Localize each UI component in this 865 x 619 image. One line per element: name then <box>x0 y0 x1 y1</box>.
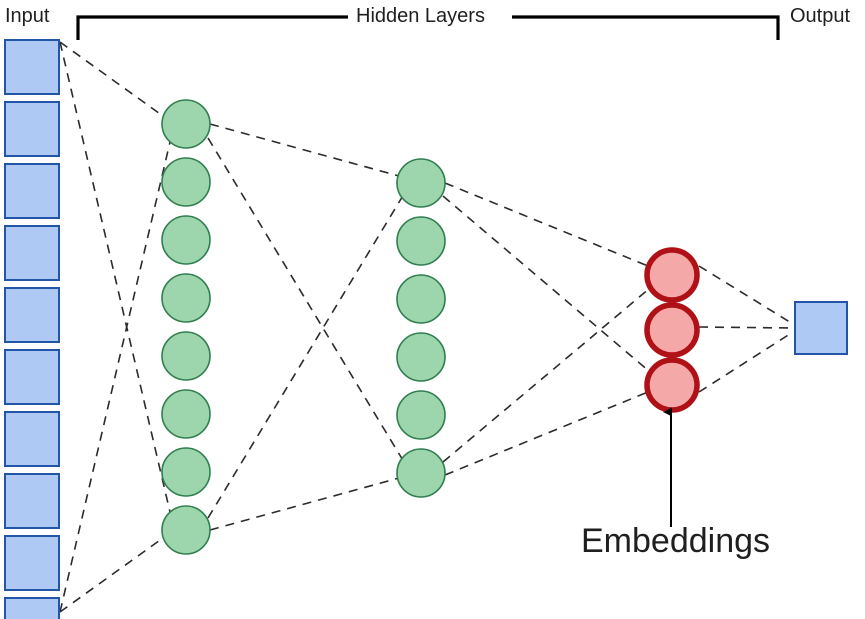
node-input-8 <box>4 535 60 591</box>
edge-input.9-to-hidden-layer-1.0 <box>59 141 171 613</box>
node-hidden-layer-1-5 <box>161 389 211 439</box>
node-input-4 <box>4 287 60 343</box>
label-hidden-layers: Hidden Layers <box>352 6 489 26</box>
node-input-3 <box>4 225 60 281</box>
node-hidden-layer-1-4 <box>161 331 211 381</box>
label-input: Input <box>5 5 50 27</box>
node-hidden-layer-2-3 <box>396 332 446 382</box>
node-hidden-layer-1-1 <box>161 157 211 207</box>
node-hidden-layer-2-0 <box>396 158 446 208</box>
edge-embedding-layer.2-to-output.0 <box>698 331 794 393</box>
node-hidden-layer-1-2 <box>161 215 211 265</box>
node-hidden-layer-2-2 <box>396 274 446 324</box>
node-hidden-layer-1-0 <box>161 99 211 149</box>
edge-input.9-to-hidden-layer-1.7 <box>59 537 164 613</box>
edge-embedding-layer.0-to-output.0 <box>698 265 794 325</box>
edge-hidden-layer-2.0-to-embedding-layer.0 <box>444 182 649 267</box>
label-output: Output <box>790 5 851 27</box>
node-input-6 <box>4 411 60 467</box>
node-hidden-layer-2-1 <box>396 216 446 266</box>
node-hidden-layer-2-4 <box>396 390 446 440</box>
node-embedding-layer-1 <box>644 302 700 358</box>
node-output-0 <box>794 301 848 355</box>
edge-hidden-layer-1.0-to-hidden-layer-2.5 <box>207 137 405 463</box>
bracket-segment-1 <box>512 15 780 40</box>
network-nodes <box>4 39 848 619</box>
bracket-segment-0 <box>76 15 348 40</box>
edge-hidden-layer-2.5-to-embedding-layer.2 <box>444 391 649 476</box>
node-input-7 <box>4 473 60 529</box>
node-embedding-layer-2 <box>644 357 700 413</box>
node-hidden-layer-1-6 <box>161 447 211 497</box>
node-embedding-layer-0 <box>644 247 700 303</box>
edge-input.0-to-hidden-layer-1.7 <box>59 41 171 513</box>
edge-hidden-layer-1.7-to-hidden-layer-2.5 <box>209 477 400 531</box>
node-input-0 <box>4 39 60 95</box>
section-bracket <box>76 15 780 40</box>
node-hidden-layer-1-7 <box>161 505 211 555</box>
node-hidden-layer-1-3 <box>161 273 211 323</box>
node-input-5 <box>4 349 60 405</box>
label-embeddings: Embeddings <box>581 522 771 560</box>
edge-input.0-to-hidden-layer-1.0 <box>59 41 164 117</box>
edge-hidden-layer-1.7-to-hidden-layer-2.0 <box>207 193 405 519</box>
edge-hidden-layer-1.0-to-hidden-layer-2.0 <box>209 123 400 177</box>
node-input-9 <box>4 597 60 619</box>
edge-embedding-layer.1-to-output.0 <box>698 326 794 329</box>
node-hidden-layer-2-5 <box>396 448 446 498</box>
node-input-2 <box>4 163 60 219</box>
connection-edges <box>59 41 794 613</box>
edge-hidden-layer-2.0-to-embedding-layer.2 <box>442 195 651 373</box>
edge-hidden-layer-2.5-to-embedding-layer.0 <box>442 287 651 463</box>
node-input-1 <box>4 101 60 157</box>
